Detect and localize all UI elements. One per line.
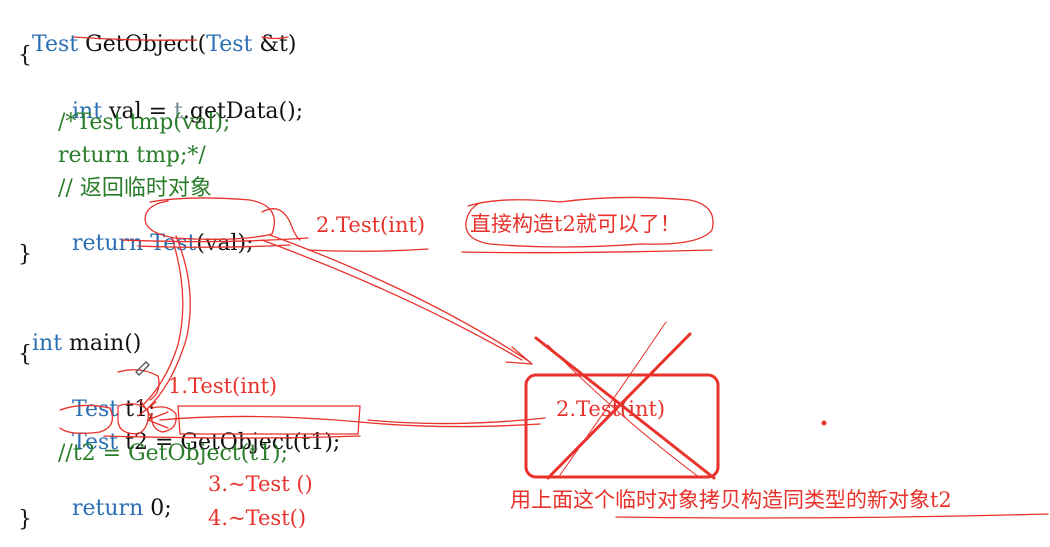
code-line-comment-1: /*Test tmp(val); xyxy=(58,110,231,135)
code-line-close-brace: } xyxy=(18,242,32,267)
code-line-close-brace-main: } xyxy=(18,507,32,532)
code-line-return-0: return 0; xyxy=(58,476,172,520)
crossed-box xyxy=(524,373,720,479)
return-type: Test xyxy=(32,32,79,57)
note-direct-construct: 直接构造t2就可以了！ xyxy=(470,212,681,236)
note-test-int-direct: 2.Test(int) xyxy=(316,213,426,237)
function-name: GetObject( xyxy=(85,32,207,57)
code-line-open-brace: { xyxy=(18,43,32,68)
code-line-signature: Test GetObject(Test &t) xyxy=(18,12,296,56)
code-text: .getData(); xyxy=(182,99,304,124)
arrowhead-box xyxy=(505,346,533,365)
code-text: (val); xyxy=(196,231,254,256)
code-line-open-brace-main: { xyxy=(18,342,32,367)
arrow-to-box xyxy=(269,234,531,363)
note-step4: 4.~Test() xyxy=(208,506,307,530)
arrow-from-box-2 xyxy=(367,417,546,425)
paren-close: ) xyxy=(287,32,297,57)
keyword-return: return xyxy=(72,231,144,256)
pencil-cursor xyxy=(135,361,150,376)
param-ref: &t xyxy=(259,32,288,57)
param-t: t xyxy=(174,99,183,124)
code-line-comment-t2: //t2 = GetObject(t1); xyxy=(58,441,289,466)
ctor-test: Test xyxy=(150,231,197,256)
code-line-comment-3: // 返回临时对象 xyxy=(58,176,212,201)
note-step3: 3.~Test () xyxy=(208,472,313,496)
underline-2test xyxy=(307,248,429,252)
note-step1: 1.Test(int) xyxy=(168,374,278,398)
circle-semicolon xyxy=(261,208,301,241)
code-line-main: int main() xyxy=(18,311,141,355)
underline-direct xyxy=(461,249,713,254)
underline-copy-note xyxy=(615,513,1049,519)
note-crossed-box-label: 2.Test(int) xyxy=(556,397,666,421)
keyword-int: int xyxy=(72,99,103,124)
keyword-return: return xyxy=(72,496,144,521)
note-copy-construct: 用上面这个临时对象拷贝构造同类型的新对象t2 xyxy=(510,488,952,512)
code-line-return-test: return Test(val); xyxy=(58,211,254,255)
code-line-getdata: int val = t.getData(); xyxy=(58,79,303,123)
code-line-comment-2: return tmp;*/ xyxy=(58,143,206,168)
param-type: Test xyxy=(206,32,253,57)
code-text: 0; xyxy=(143,496,172,521)
arrow-to-box-2 xyxy=(261,239,523,361)
red-dot xyxy=(821,420,827,426)
keyword-int: int xyxy=(32,331,63,356)
code-text: val = xyxy=(102,99,175,124)
code-text: main() xyxy=(62,331,142,356)
